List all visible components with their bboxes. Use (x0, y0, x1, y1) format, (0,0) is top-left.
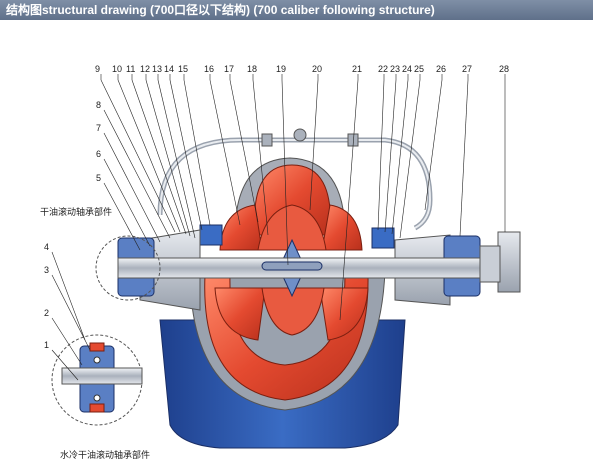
part-number-3: 3 (44, 265, 49, 275)
part-number-18: 18 (247, 64, 257, 74)
part-number-26: 26 (436, 64, 446, 74)
pump-structure-diagram: 9 10 11 12 13 14 15 16 17 18 19 20 21 22… (40, 64, 521, 460)
part-number-20: 20 (312, 64, 322, 74)
top-leader-lines (100, 74, 506, 321)
part-number-6: 6 (96, 149, 101, 159)
part-number-19: 19 (276, 64, 286, 74)
part-number-13: 13 (152, 64, 162, 74)
water-cooled-bearing-inset (51, 334, 143, 426)
impeller-right-upper (321, 204, 363, 251)
seal-housing-left (199, 224, 223, 246)
part-number-4: 4 (44, 242, 49, 252)
dry-oil-bearing-caption: 干油滚动轴承部件 (40, 206, 112, 217)
part-number-10: 10 (112, 64, 122, 74)
pipe-valve (293, 128, 307, 142)
part-number-21: 21 (352, 64, 362, 74)
part-number-9: 9 (95, 64, 100, 74)
part-number-25: 25 (414, 64, 424, 74)
left-leader-lines (51, 109, 171, 381)
dry-oil-bearing-callout (95, 235, 161, 301)
shaft-coupling (497, 231, 521, 293)
part-number-27: 27 (462, 64, 472, 74)
impeller-center-upper (257, 204, 327, 251)
part-number-labels: 9 10 11 12 13 14 15 16 17 18 19 20 21 22… (44, 64, 509, 350)
shaft-key (261, 261, 323, 271)
part-number-1: 1 (44, 340, 49, 350)
part-number-11: 11 (126, 64, 135, 74)
part-number-23: 23 (390, 64, 400, 74)
part-number-7: 7 (96, 123, 101, 133)
cooling-pipe-highlight (159, 139, 432, 229)
part-number-2: 2 (44, 308, 49, 318)
impeller-right-lower (319, 287, 369, 341)
part-number-22: 22 (378, 64, 388, 74)
part-number-12: 12 (140, 64, 150, 74)
water-cooled-bearing-caption: 水冷干油滚动轴承部件 (60, 449, 150, 460)
part-number-15: 15 (178, 64, 188, 74)
coupling-hub (479, 245, 501, 283)
page-header: 结构图structural drawing (700口径以下结构) (700 c… (0, 0, 593, 20)
part-number-14: 14 (164, 64, 174, 74)
part-number-8: 8 (96, 100, 101, 110)
pipe-fitting-left (261, 133, 273, 147)
part-number-17: 17 (224, 64, 234, 74)
impeller-center-lower (261, 287, 325, 336)
part-number-24: 24 (402, 64, 412, 74)
header-title: 结构图structural drawing (700口径以下结构) (700 c… (6, 3, 435, 17)
part-number-16: 16 (204, 64, 214, 74)
seal-housing-right (371, 227, 395, 249)
impeller-left-lower (214, 287, 266, 341)
part-number-5: 5 (96, 173, 101, 183)
part-number-28: 28 (499, 64, 509, 74)
